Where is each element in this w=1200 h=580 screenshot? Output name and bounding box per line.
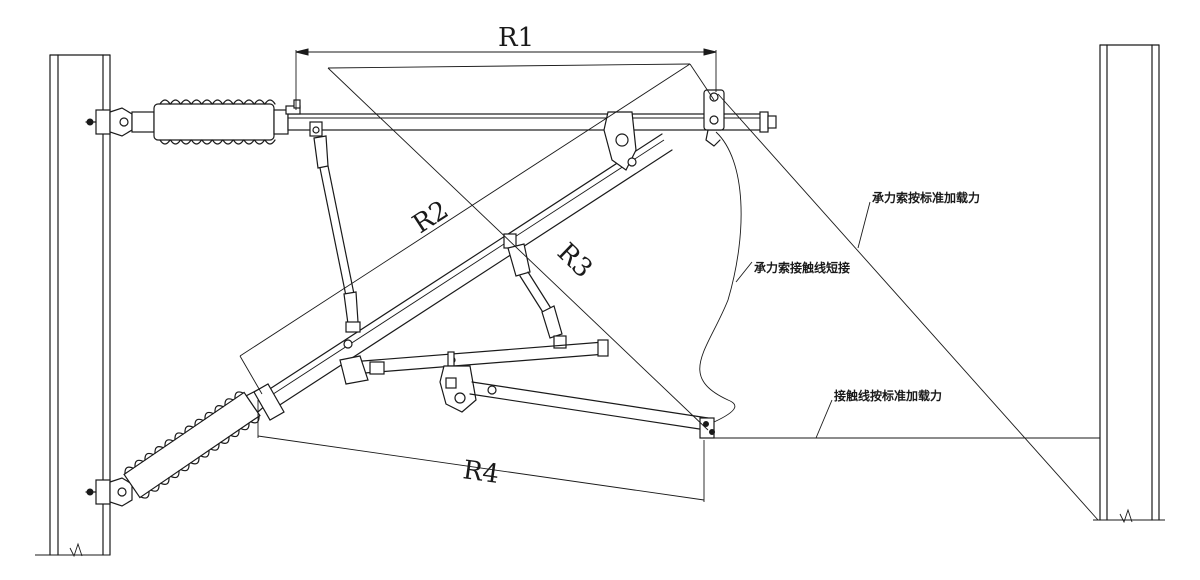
diagonal-tube (253, 111, 673, 421)
messenger-clamp (703, 89, 725, 147)
r3-label: R3 (551, 237, 598, 284)
diagonal-insulator (85, 387, 271, 507)
messenger-load-line (717, 93, 1099, 521)
middle-brace (503, 233, 567, 349)
left-mast (35, 54, 111, 558)
r2-label: R2 (407, 195, 454, 240)
registration-tube (339, 339, 609, 385)
r1-label: R1 (498, 23, 534, 53)
right-mast (1093, 44, 1165, 524)
dimension-r1: R1 (295, 23, 717, 110)
upper-brace (309, 121, 361, 333)
steady-arm (439, 365, 715, 439)
r4-label: R4 (461, 455, 501, 490)
short-connect-label: 承力索接触线短接 (754, 260, 850, 275)
contact-load-line (712, 399, 1100, 439)
contact-load-label: 接触线按标准加载力 (834, 388, 942, 403)
messenger-load-label: 承力索按标准加载力 (872, 190, 980, 205)
top-insulator (131, 99, 289, 145)
dimension-r4: R4 (257, 400, 705, 502)
short-connect-curve (699, 131, 753, 423)
top-tube (285, 99, 777, 133)
top-base-bracket (85, 107, 133, 137)
